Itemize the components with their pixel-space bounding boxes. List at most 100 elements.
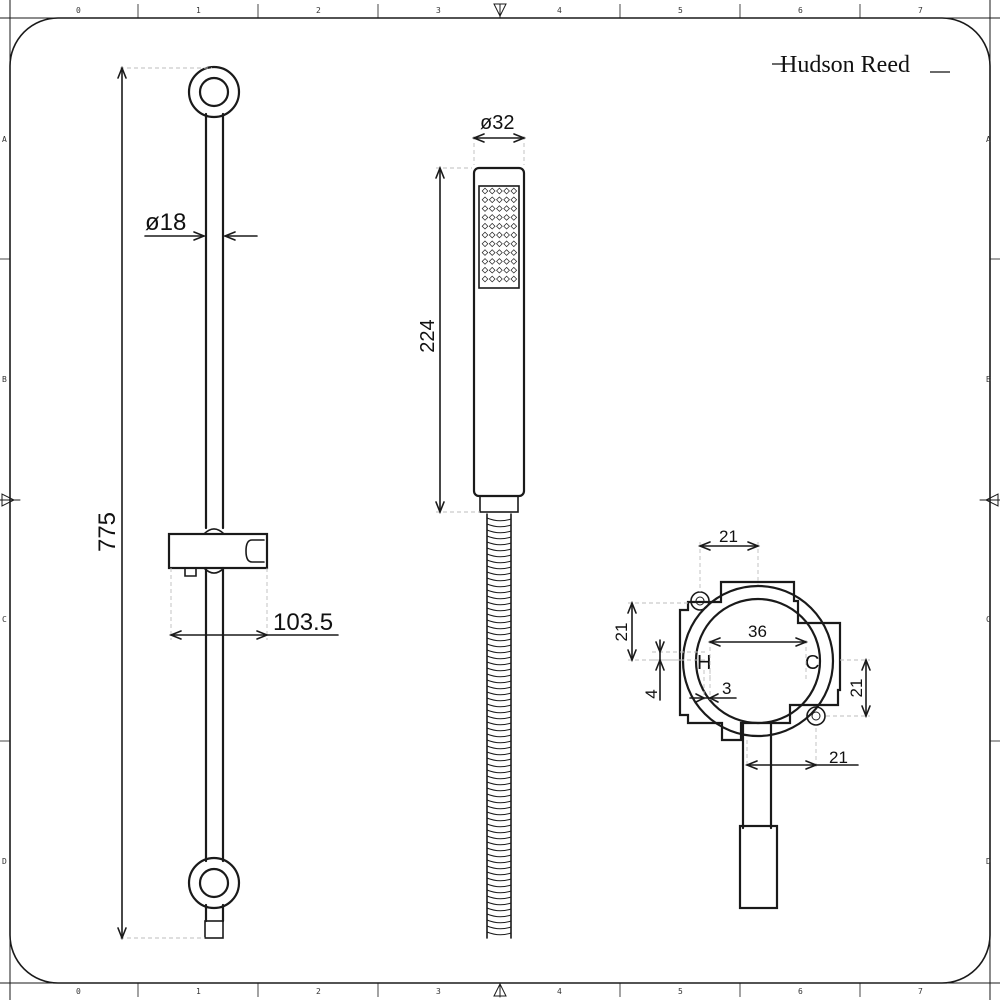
hose-coil (486, 889, 512, 894)
hose-coil (486, 841, 512, 846)
dim-bracket-projection: 103.5 (168, 568, 339, 640)
hose-coil (486, 631, 512, 636)
hose-coil (486, 709, 512, 714)
nozzle (503, 231, 510, 239)
center-mark-left-icon (0, 493, 21, 507)
outlet-connector (738, 824, 779, 910)
dim-4-label: 4 (642, 689, 661, 698)
top-column-ruler: 0 1 2 3 4 5 6 7 (0, 3, 1000, 19)
nozzle (510, 258, 518, 265)
nozzle (503, 266, 510, 274)
dim-21-left-label: 21 (612, 623, 631, 642)
dim-rail-height: 775 (94, 65, 212, 941)
nozzle (488, 275, 496, 283)
hose-coil (486, 853, 512, 858)
dim-o32-label: ø32 (480, 112, 514, 134)
hose-coil (486, 931, 512, 936)
nozzle (496, 231, 503, 239)
nozzle (510, 275, 518, 283)
dim-775-label: 775 (94, 512, 121, 552)
hose-coil (486, 559, 512, 564)
handset-spray-face (478, 185, 520, 289)
brand-name: Hudson Reed (780, 52, 910, 78)
hose-coil (486, 547, 512, 552)
hose-coil (486, 691, 512, 696)
row-label-b-right: B (986, 375, 991, 384)
hose-coil (486, 733, 512, 738)
col-label-2: 2 (316, 6, 321, 15)
outlet-pipe (738, 720, 779, 910)
row-label-d: D (2, 857, 7, 866)
hose-coil (486, 757, 512, 762)
hose-coil (486, 781, 512, 786)
nozzle (488, 222, 496, 230)
nozzle (503, 249, 510, 256)
nozzle (481, 231, 489, 239)
center-mark-right-icon (979, 493, 1000, 507)
hose-coil (486, 769, 512, 774)
col-label-7-bottom: 7 (918, 987, 923, 996)
hose-coil (486, 805, 512, 810)
hose-coil (486, 613, 512, 618)
col-label-5-bottom: 5 (678, 987, 683, 996)
rail-bottom-bracket-outer (187, 856, 241, 910)
hose-coil (486, 535, 512, 540)
nozzle (510, 222, 518, 230)
dim-rail-diameter: ø18 (144, 209, 258, 241)
row-label-a: A (2, 135, 7, 144)
nozzle (496, 275, 503, 283)
nozzle (488, 231, 496, 239)
rail-end-cap (204, 920, 224, 939)
valve-outer-ring (681, 584, 835, 738)
hose-coil (486, 799, 512, 804)
frame-border (9, 17, 991, 984)
nozzle (503, 240, 510, 248)
nozzle (510, 231, 518, 239)
hose-coil (486, 871, 512, 876)
rail-bottom-bracket-inner (198, 867, 230, 899)
hose-coil (486, 739, 512, 744)
hose-coil (486, 793, 512, 798)
hose-coil (486, 655, 512, 660)
col-label-4-bottom: 4 (557, 987, 562, 996)
nozzle (496, 196, 503, 204)
nozzle (503, 258, 510, 265)
dim-hole-offset-right: 21 (826, 657, 871, 719)
center-mark-bottom-icon (493, 982, 507, 998)
nozzle (488, 240, 496, 248)
port-hot-label: H (697, 652, 711, 674)
nozzle (488, 258, 496, 265)
shower-hose (486, 513, 512, 939)
bottom-column-ruler: 0 1 2 3 4 5 6 7 (0, 982, 1000, 998)
rail-slider-bracket (167, 528, 269, 577)
nozzle (481, 240, 489, 248)
hose-coil (486, 745, 512, 750)
nozzle (496, 187, 503, 195)
nozzle (488, 266, 496, 274)
row-label-b: B (2, 375, 7, 384)
col-label-1-bottom: 1 (196, 987, 201, 996)
hose-coil (486, 715, 512, 720)
hose-coil (486, 583, 512, 588)
nozzle (481, 266, 489, 274)
dim-21-right-label: 21 (847, 679, 866, 698)
hose-coil (486, 895, 512, 900)
hose-coil (486, 907, 512, 912)
nozzle (481, 275, 489, 283)
col-label-2-bottom: 2 (316, 987, 321, 996)
nozzle (481, 187, 489, 195)
nozzle (481, 214, 489, 221)
hose-coil (486, 529, 512, 534)
nozzle (496, 240, 503, 248)
dim-handset-diameter: ø32 (471, 112, 527, 165)
nozzle (510, 266, 518, 274)
hose-coil (486, 763, 512, 768)
nozzle (503, 205, 510, 212)
hose-coil (486, 811, 512, 816)
hose-coil (486, 859, 512, 864)
dim-hole-spacing-top: 21 (697, 527, 761, 592)
hose-coil (486, 685, 512, 690)
valve-backplate (678, 580, 842, 742)
hose-coil (486, 703, 512, 708)
hose-coil (486, 673, 512, 678)
